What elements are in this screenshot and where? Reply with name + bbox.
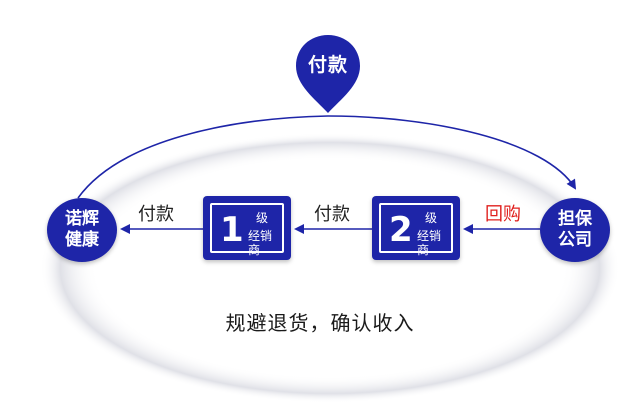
- card-level1-frame: 1 级 经销商: [210, 203, 284, 257]
- card-level1-distributor: 1 级 经销商: [203, 196, 291, 260]
- card-level2-frame: 2 级 经销商: [379, 203, 453, 257]
- flow-label-pay-to-company: 付款: [138, 204, 174, 225]
- flow-label-pay-to-level1: 付款: [314, 204, 350, 225]
- diagram-caption: 规避退货，确认收入: [225, 311, 415, 335]
- flow-label-buyback: 回购: [485, 204, 521, 225]
- node-guarantee-company: 担保公司: [540, 198, 610, 262]
- card-level2-level: 级: [425, 211, 438, 225]
- card-level1-level: 级: [256, 211, 269, 225]
- payment-pin-icon: [296, 35, 360, 113]
- background-ring: [40, 133, 620, 403]
- node-nuohui-health: 诺辉健康: [47, 198, 117, 262]
- upper-arc: [77, 115, 577, 199]
- card-level2-role: 经销商: [417, 229, 442, 257]
- card-level1-role: 经销商: [248, 229, 273, 257]
- pin-label: 付款: [307, 54, 348, 76]
- card-level1-number: 1: [220, 210, 244, 250]
- card-level2-distributor: 2 级 经销商: [372, 196, 460, 260]
- card-level2-number: 2: [389, 210, 413, 250]
- node-left-label: 诺辉健康: [65, 209, 99, 250]
- node-right-label: 担保公司: [558, 209, 592, 250]
